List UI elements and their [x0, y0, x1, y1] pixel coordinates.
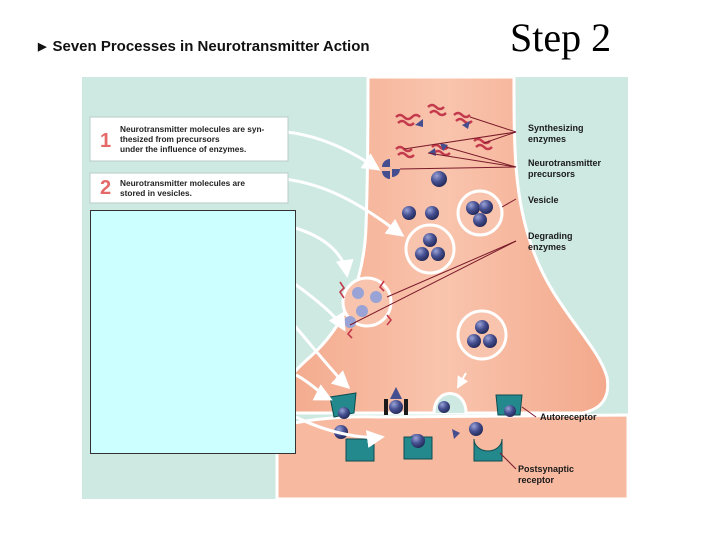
- step-1-line-3: under the influence of enzymes.: [120, 144, 246, 154]
- autoreceptors: [329, 387, 523, 419]
- label-precursors-2: precursors: [528, 169, 575, 179]
- vesicle-top: [456, 189, 504, 237]
- step-heading: Step 2: [510, 15, 612, 60]
- vesicle-lower: [456, 309, 508, 361]
- step-2-line-1: Neurotransmitter molecules are: [120, 178, 245, 188]
- step-1-line-2: thesized from precursors: [120, 134, 220, 144]
- vesicle-degrading: [338, 276, 393, 339]
- step-2-box: 2 Neurotransmitter molecules are stored …: [89, 172, 289, 204]
- label-degrading-enzymes-2: enzymes: [528, 242, 566, 252]
- figure-title-text: Seven Processes in Neurotransmitter Acti…: [52, 38, 370, 55]
- step-1-line-1: Neurotransmitter molecules are syn-: [120, 124, 265, 134]
- figure-title: ▶ Seven Processes in Neurotransmitter Act…: [38, 38, 370, 55]
- label-degrading-enzymes-1: Degrading: [528, 231, 573, 241]
- label-synthesizing-enzymes-1: Synthesizing: [528, 123, 584, 133]
- step-2-number: 2: [100, 177, 111, 199]
- free-neurotransmitter: [402, 171, 447, 220]
- postsynaptic-membrane: [275, 413, 628, 499]
- bullet-triangle-icon: ▶: [38, 41, 47, 53]
- label-precursors-1: Neurotransmitter: [528, 158, 602, 168]
- blank-overlay-box: [90, 210, 296, 454]
- neurotransmitter-precursors: [382, 119, 470, 179]
- step-2-line-2: stored in vesicles.: [120, 188, 192, 198]
- step-1-box: 1 Neurotransmitter molecules are syn- th…: [89, 116, 289, 162]
- label-synthesizing-enzymes-2: enzymes: [528, 134, 566, 144]
- process-arrows: [283, 130, 469, 448]
- step-1-number: 1: [100, 130, 111, 152]
- vesicle-middle: [404, 223, 456, 275]
- label-vesicle: Vesicle: [528, 195, 559, 205]
- label-postsynaptic-receptor-2: receptor: [518, 475, 555, 485]
- leader-lines: [349, 116, 537, 470]
- label-postsynaptic-receptor-1: Postsynaptic: [518, 464, 574, 474]
- label-autoreceptor: Autoreceptor: [540, 412, 597, 422]
